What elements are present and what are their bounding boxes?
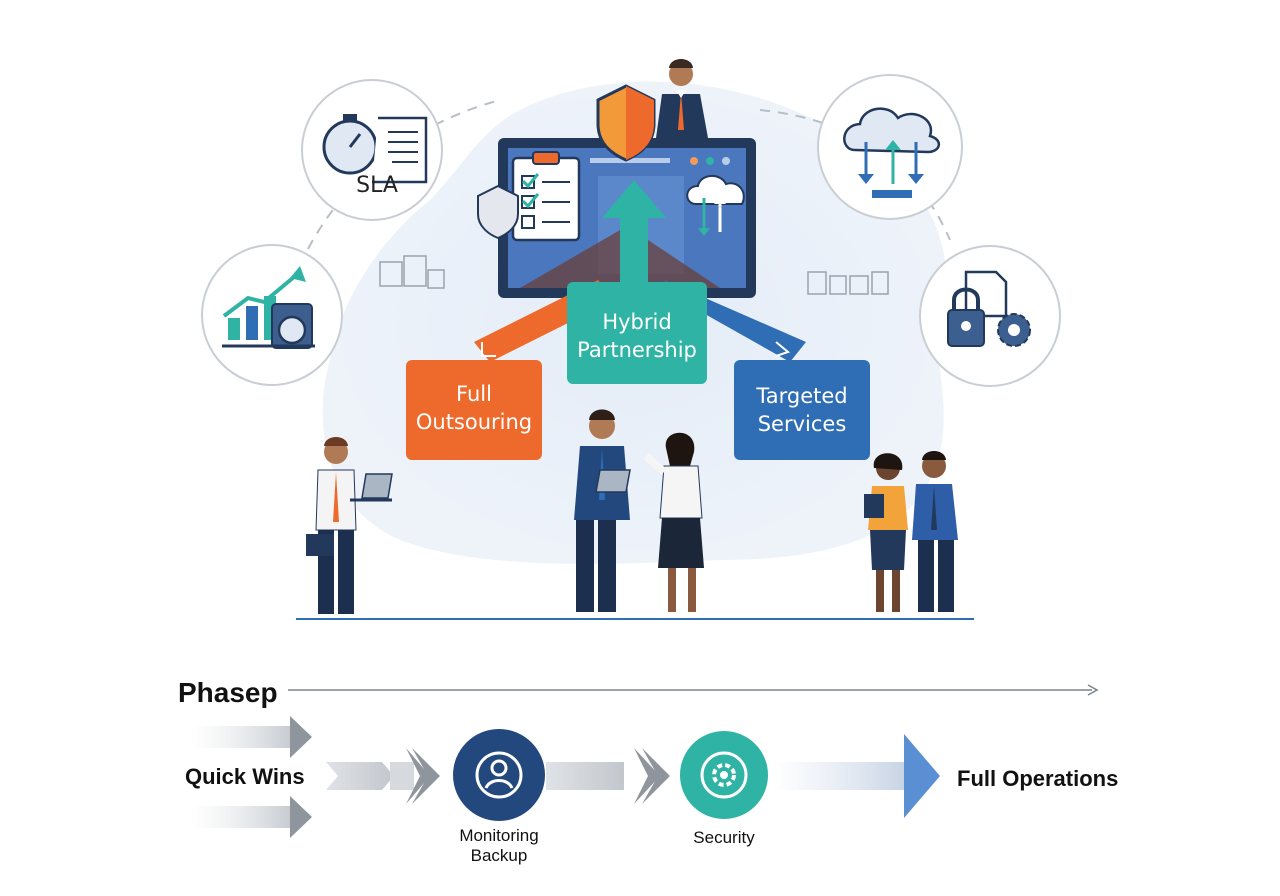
option-hybrid-partnership [567,282,707,384]
option-targeted-services-label: Targeted Services [756,384,848,436]
sla-stopwatch-icon: SLA [301,79,443,221]
sla-label: SLA [356,173,398,198]
timeline-arrow-segment-1 [326,748,440,804]
security-lock-icon [919,245,1061,387]
person-woman-center [643,432,704,612]
decorative-boxes-left [379,255,445,289]
person-man-right [912,451,958,612]
growth-chart-icon [201,244,343,386]
decorative-boxes-right [807,271,889,295]
quick-wins-arrow-top [190,716,312,758]
cloud-sync-icon [817,74,963,220]
quick-wins-arrow-bottom [190,796,312,838]
person-leader-top [656,59,708,138]
option-full-outsourcing-label: Full Outsouring [415,382,533,434]
quick-wins-label: Quick Wins [185,764,305,789]
full-operations-label: Full Operations [957,766,1118,791]
person-with-laptop-left [306,437,393,614]
clipboard-checklist-icon [511,151,581,242]
option-full-outsourcing [406,360,542,460]
milestone-security-label: Security [693,828,755,847]
milestone-security [680,731,768,819]
milestone-monitoring-backup [453,729,545,821]
milestone-monitoring-backup-label: Monitoring Backup [459,826,539,865]
small-shield-icon [477,184,519,240]
person-man-center [574,409,631,612]
timeline-arrow-segment-2 [546,748,670,804]
growth-up-arrow [602,180,666,290]
monitor-cloud-icon [686,175,745,236]
option-targeted-services [734,360,870,460]
timeline-arrow-segment-3 [772,734,940,818]
shield-icon [596,84,656,162]
phase-axis-arrowhead [1087,684,1099,696]
phase-title: Phasep [178,677,278,708]
person-woman-right [864,453,908,612]
option-hybrid-partnership-label: Hybrid Partnership [577,310,697,362]
